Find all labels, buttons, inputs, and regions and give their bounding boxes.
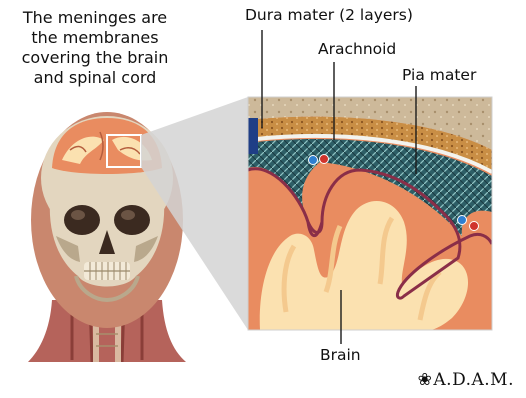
magnified-inset (248, 97, 492, 330)
label-arachnoid: Arachnoid (318, 40, 396, 58)
label-brain: Brain (320, 346, 361, 364)
caption-line-4: and spinal cord (4, 68, 186, 88)
caption-line-2: the membranes (4, 28, 186, 48)
caption-line-3: covering the brain (4, 48, 186, 68)
caption-line-1: The meninges are (4, 8, 186, 28)
adam-logo: ❀A.D.A.M. (418, 370, 514, 390)
logo-text: A.D.A.M. (433, 370, 514, 390)
label-dura-mater: Dura mater (2 layers) (245, 6, 413, 24)
meninges-caption: The meninges are the membranes covering … (4, 8, 186, 88)
leaf-icon: ❀ (418, 370, 433, 390)
label-pia-mater: Pia mater (402, 66, 476, 84)
